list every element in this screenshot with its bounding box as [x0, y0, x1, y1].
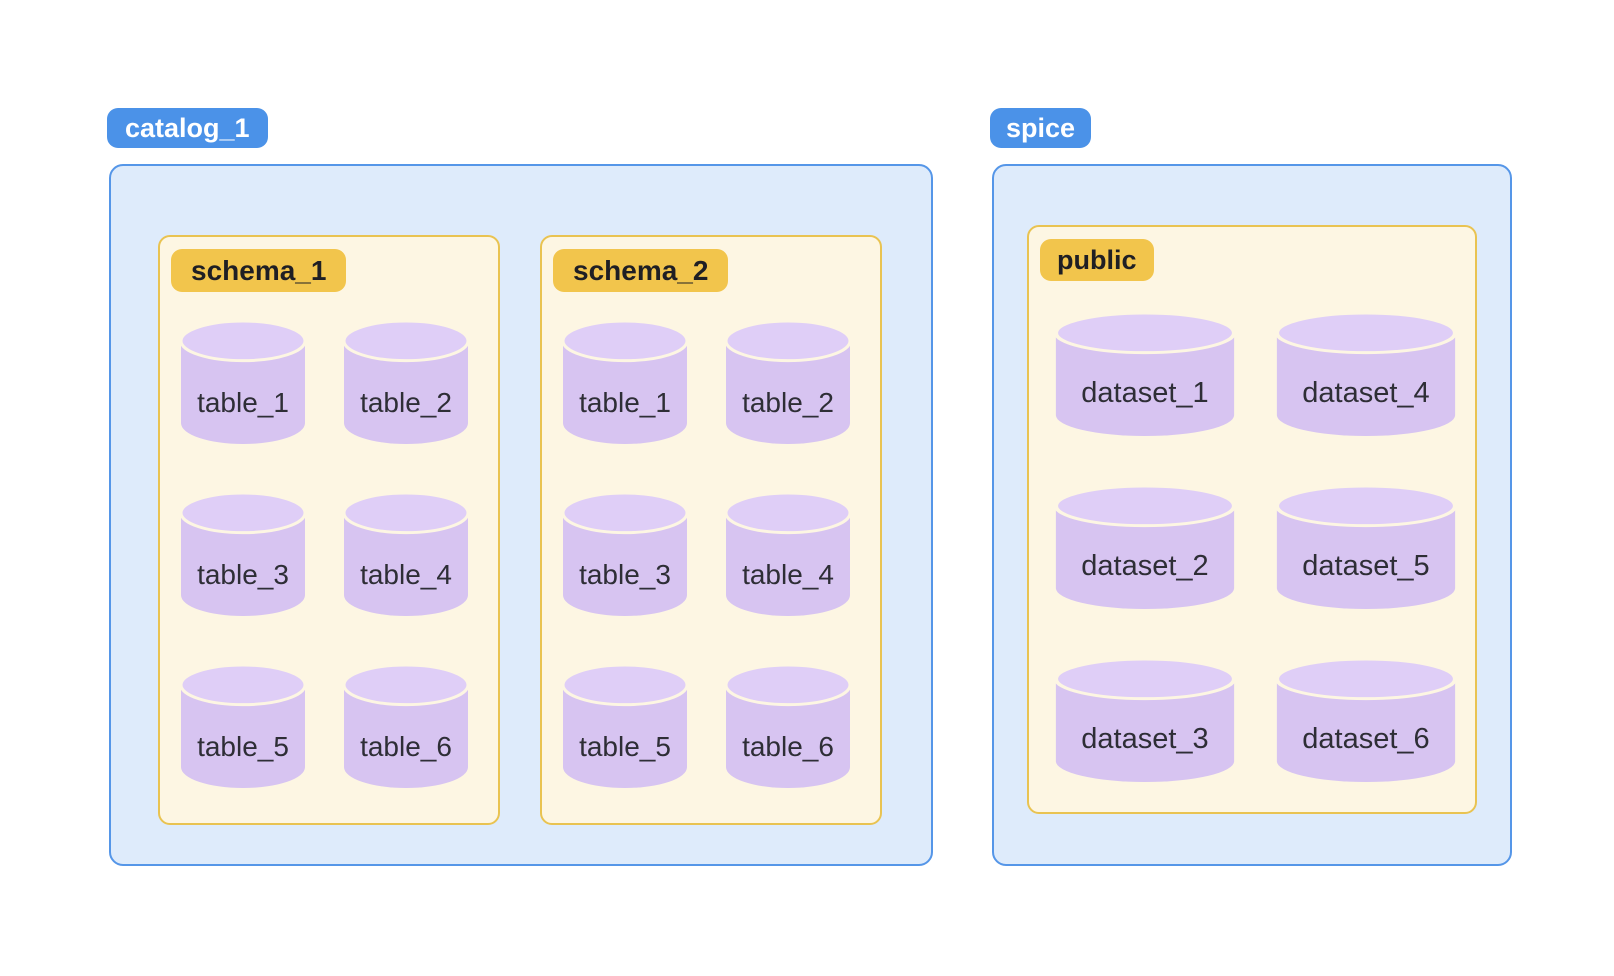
database-cylinder-icon	[561, 319, 689, 445]
dataset-cylinder: dataset_3	[1053, 657, 1237, 784]
table-cylinder: table_5	[179, 663, 307, 790]
spice-container: public dataset_1 dataset_2 dataset_3 dat…	[992, 164, 1512, 866]
database-cylinder-icon	[724, 491, 852, 617]
database-cylinder-icon	[179, 663, 307, 789]
dataset-cylinder: dataset_1	[1053, 311, 1237, 438]
dataset-cylinder: dataset_5	[1274, 484, 1458, 611]
table-label: table_5	[197, 730, 289, 762]
table-cylinder: table_6	[342, 663, 470, 790]
dataset-cylinder: dataset_6	[1274, 657, 1458, 784]
table-cylinder: table_3	[561, 491, 689, 618]
database-cylinder-icon	[342, 491, 470, 617]
table-cylinder: table_2	[724, 319, 852, 446]
database-cylinder-icon	[561, 663, 689, 789]
dataset-label: dataset_6	[1302, 723, 1430, 755]
dataset-label: dataset_3	[1081, 723, 1209, 755]
table-label: table_4	[360, 558, 452, 590]
table-cylinder: table_1	[179, 319, 307, 446]
database-cylinder-icon	[1274, 657, 1458, 783]
schema-1-table-grid: table_1 table_2 table_3 table_4 table_5	[179, 319, 498, 790]
table-label: table_2	[742, 386, 834, 418]
schema-1-badge: schema_1	[171, 249, 347, 292]
database-cylinder-icon	[1274, 484, 1458, 610]
table-cylinder: table_6	[724, 663, 852, 790]
dataset-cylinder: dataset_2	[1053, 484, 1237, 611]
database-cylinder-icon	[1053, 484, 1237, 610]
table-label: table_2	[360, 386, 452, 418]
catalog-1-container: schema_1 table_1 table_2 table_3 table_4	[109, 164, 933, 866]
table-label: table_6	[360, 730, 452, 762]
table-label: table_1	[579, 386, 671, 418]
catalog-1-badge: catalog_1	[107, 108, 268, 148]
database-cylinder-icon	[342, 319, 470, 445]
schema-2-box: schema_2 table_1 table_2 table_3 table_4	[540, 235, 882, 825]
public-badge: public	[1040, 239, 1154, 281]
database-cylinder-icon	[561, 491, 689, 617]
table-label: table_3	[579, 558, 671, 590]
table-cylinder: table_4	[724, 491, 852, 618]
dataset-label: dataset_5	[1302, 550, 1430, 582]
table-cylinder: table_4	[342, 491, 470, 618]
schema-2-badge: schema_2	[553, 249, 729, 292]
spice-badge: spice	[990, 108, 1092, 148]
database-cylinder-icon	[342, 663, 470, 789]
dataset-cylinder: dataset_4	[1274, 311, 1458, 438]
database-cylinder-icon	[1274, 311, 1458, 437]
public-box: public dataset_1 dataset_2 dataset_3 dat…	[1027, 225, 1477, 814]
dataset-label: dataset_4	[1302, 377, 1430, 409]
table-label: table_6	[742, 730, 834, 762]
table-cylinder: table_3	[179, 491, 307, 618]
table-label: table_3	[197, 558, 289, 590]
public-dataset-grid: dataset_1 dataset_2 dataset_3 dataset_4 …	[1053, 311, 1475, 784]
database-cylinder-icon	[724, 663, 852, 789]
schema-1-box: schema_1 table_1 table_2 table_3 table_4	[158, 235, 500, 825]
table-label: table_4	[742, 558, 834, 590]
table-cylinder: table_5	[561, 663, 689, 790]
table-label: table_5	[579, 730, 671, 762]
database-cylinder-icon	[1053, 657, 1237, 783]
dataset-label: dataset_2	[1081, 550, 1209, 582]
table-label: table_1	[197, 386, 289, 418]
database-cylinder-icon	[1053, 311, 1237, 437]
dataset-label: dataset_1	[1081, 377, 1209, 409]
database-cylinder-icon	[179, 491, 307, 617]
schema-2-table-grid: table_1 table_2 table_3 table_4 table_5	[561, 319, 880, 790]
table-cylinder: table_2	[342, 319, 470, 446]
table-cylinder: table_1	[561, 319, 689, 446]
database-cylinder-icon	[724, 319, 852, 445]
database-cylinder-icon	[179, 319, 307, 445]
